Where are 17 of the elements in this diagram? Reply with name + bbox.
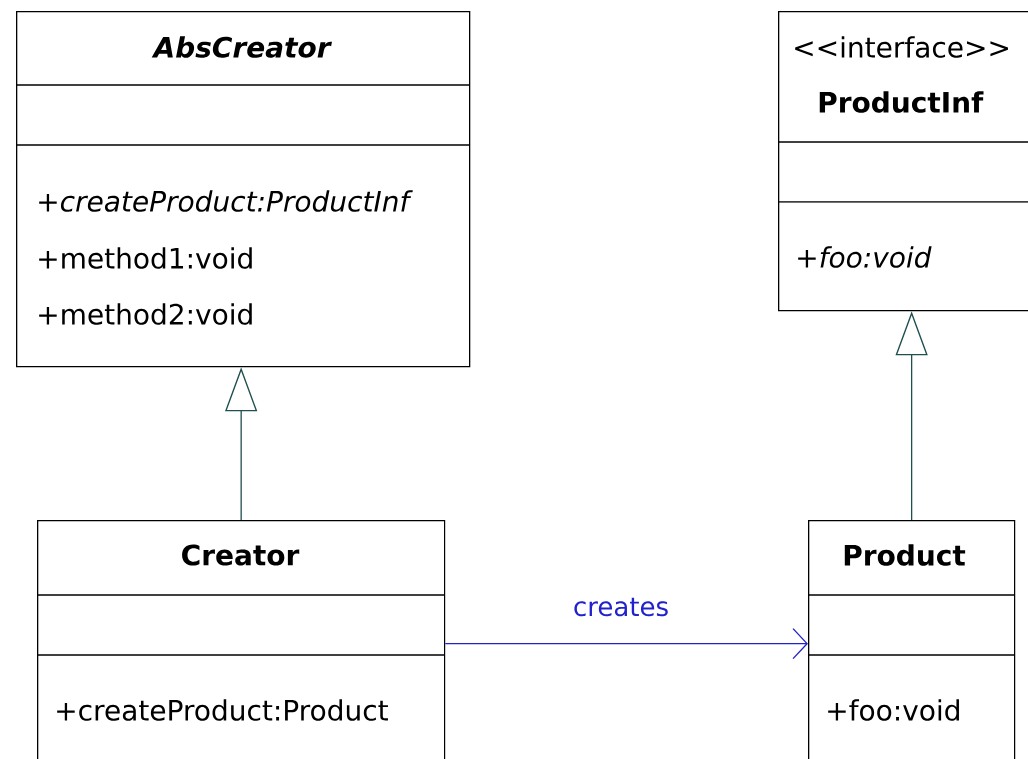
class-name: Product bbox=[844, 544, 966, 566]
method-text: +method2:void bbox=[39, 303, 252, 325]
method-text: +createProduct:ProductInf bbox=[39, 190, 413, 212]
edge-label: creates bbox=[571, 596, 671, 618]
stereotype-label: <<interface>> bbox=[795, 36, 1008, 58]
method-text: +createProduct:Product bbox=[57, 699, 388, 721]
class-name: AbsCreator bbox=[151, 36, 332, 58]
method-text: +foo:void bbox=[828, 699, 959, 721]
class-box bbox=[807, 520, 1016, 759]
class-box bbox=[15, 11, 471, 368]
method-text: +foo:void bbox=[798, 246, 932, 268]
method-text: +method1:void bbox=[39, 247, 252, 269]
class-box bbox=[777, 11, 1028, 312]
class-box bbox=[36, 520, 446, 759]
class-name: Creator bbox=[182, 544, 300, 566]
class-name: ProductInf bbox=[819, 91, 984, 113]
arrow bbox=[444, 627, 808, 660]
